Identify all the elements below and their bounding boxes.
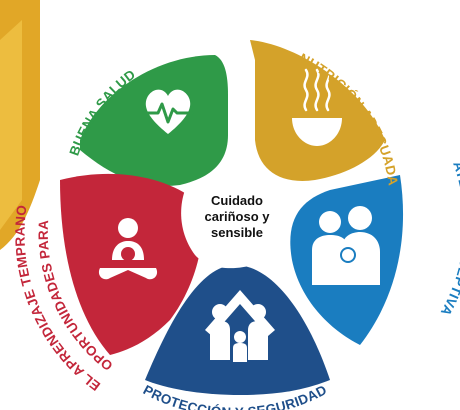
segment-proteccion	[145, 265, 330, 395]
steaming-bowl-icon	[292, 68, 342, 146]
label-atencion: ATENCIÓN RECEPTIVA	[438, 159, 460, 318]
segment-oportunidades	[60, 173, 202, 355]
center-line-3: sensible	[211, 225, 263, 240]
heart-pulse-icon	[142, 89, 194, 134]
child-playing-icon	[98, 218, 158, 280]
family-under-roof-icon	[205, 290, 275, 362]
center-line-2: cariñoso y	[204, 209, 270, 224]
center-area	[181, 181, 288, 269]
center-line-1: Cuidado	[211, 193, 263, 208]
background-band-highlight	[0, 20, 22, 230]
parents-holding-baby-icon	[312, 206, 380, 285]
